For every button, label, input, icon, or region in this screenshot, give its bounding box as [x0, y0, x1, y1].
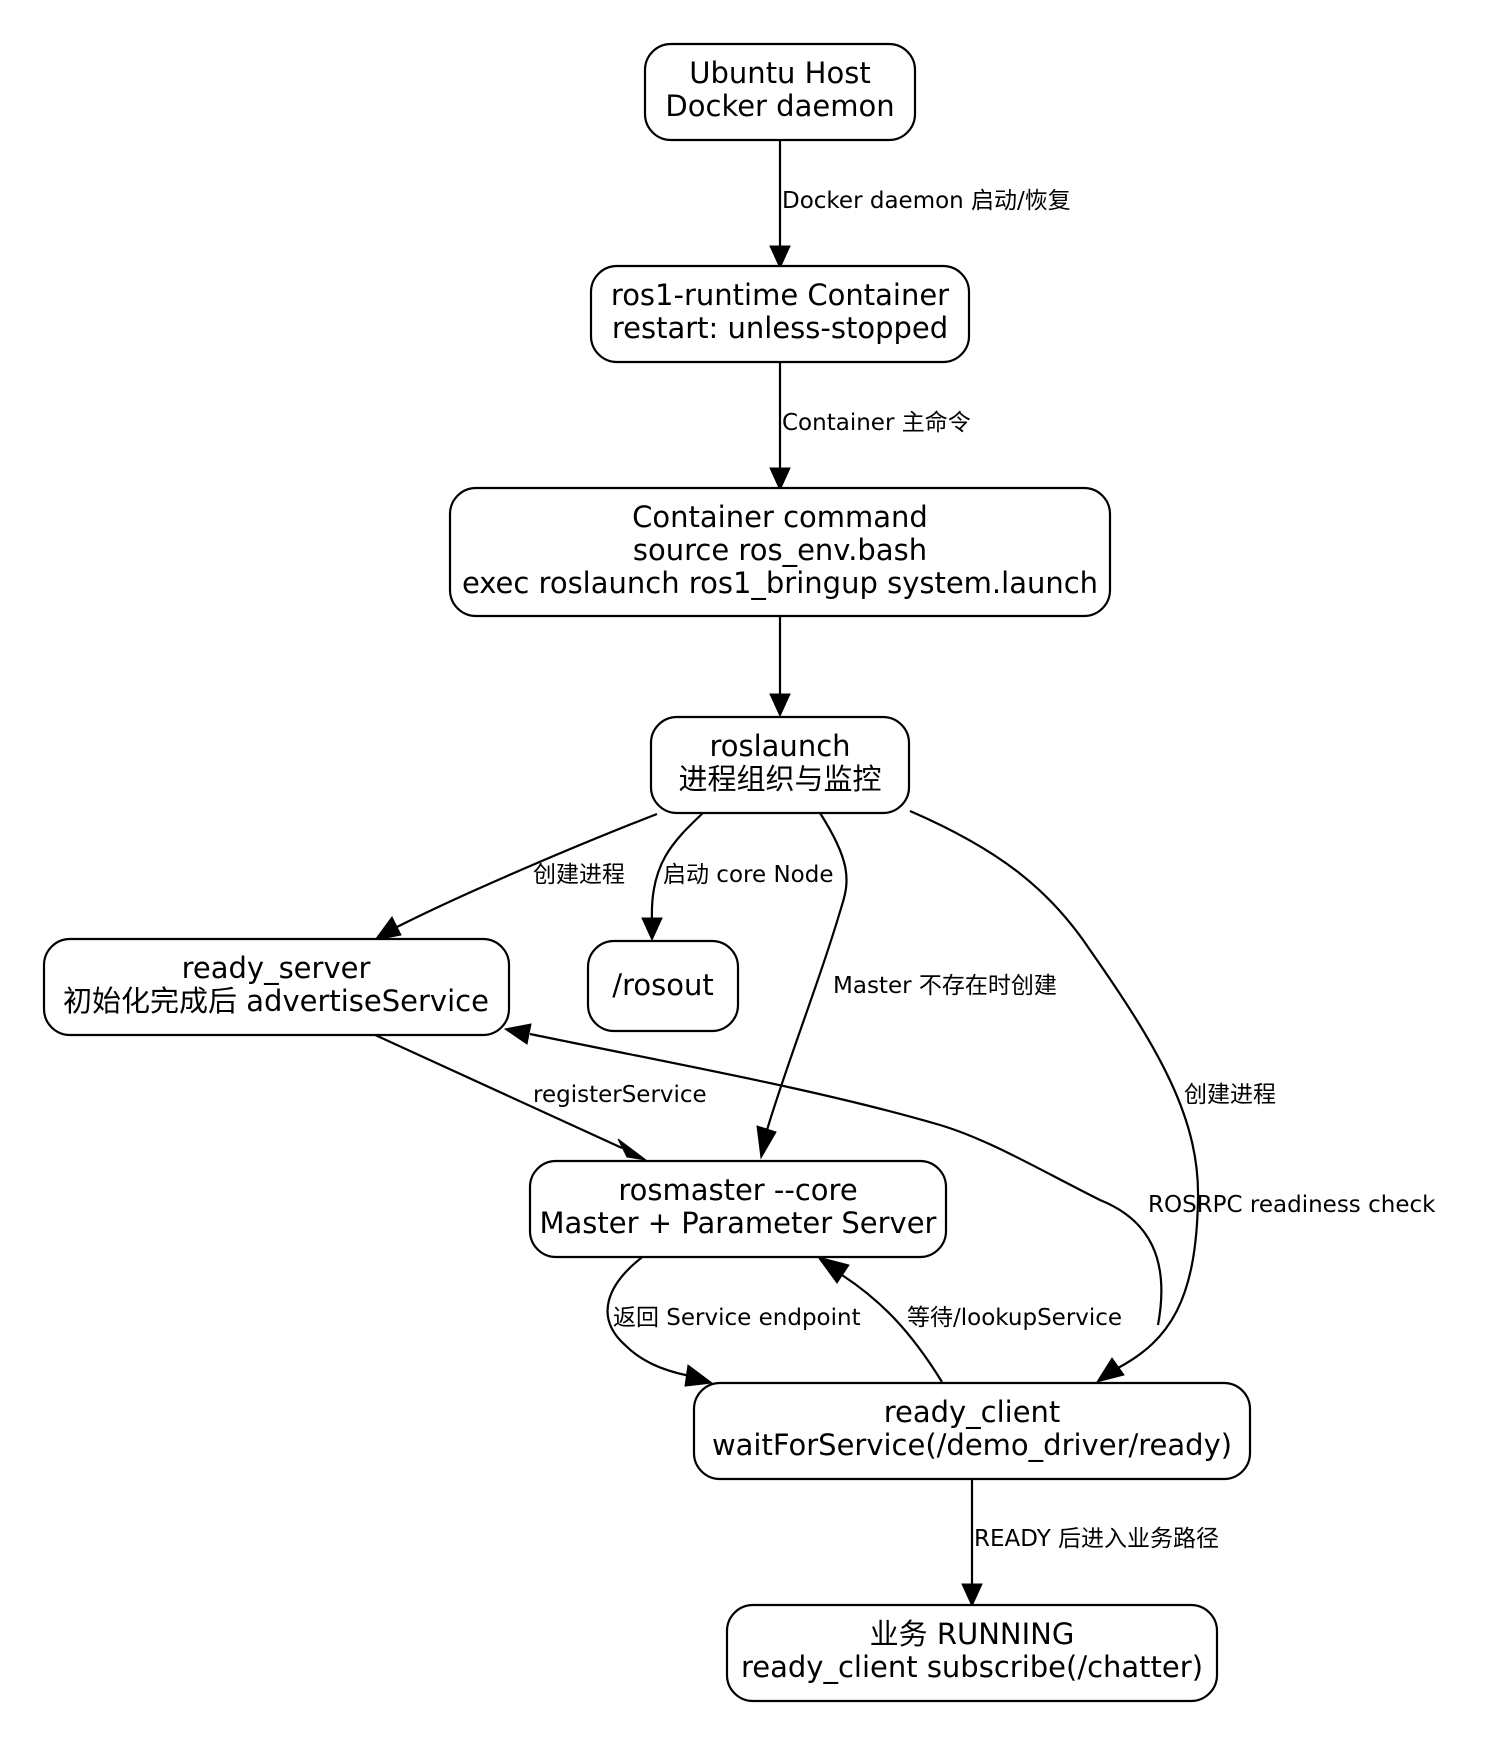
node-rosout: /rosout — [586, 939, 740, 1033]
edge-label-client-to-master: 等待/lookupService — [907, 1305, 1122, 1331]
edge-roslaunch-to-rosout: 启动 core Node — [641, 812, 833, 942]
edge-roslaunch-to-server: 创建进程 — [373, 812, 658, 941]
arrowhead — [756, 1125, 777, 1160]
edge-label-client-to-running: READY 后进入业务路径 — [974, 1526, 1219, 1552]
node-ubuntu-host: Ubuntu Host Docker daemon — [643, 42, 917, 142]
arrowhead — [769, 245, 791, 270]
edge-client-to-server: ROSRPC readiness check — [503, 1023, 1436, 1326]
node-label-line: Container command — [632, 500, 928, 534]
node-container-command: Container command source ros_env.bash ex… — [448, 486, 1112, 618]
edge-client-to-running: READY 后进入业务路径 — [961, 1480, 1219, 1608]
node-label-line: 初始化完成后 advertiseService — [63, 984, 489, 1018]
edge-host-to-container: Docker daemon 启动/恢复 — [769, 140, 1071, 270]
edge-label-roslaunch-to-client: 创建进程 — [1184, 1082, 1276, 1108]
node-label-line: rosmaster --core — [618, 1173, 857, 1207]
arrowhead — [641, 917, 663, 942]
node-label-line: roslaunch — [709, 729, 850, 763]
edge-command-to-roslaunch — [769, 616, 791, 718]
node-label-line: restart: unless-stopped — [612, 311, 948, 345]
node-label-line: ready_client — [884, 1395, 1061, 1429]
arrowhead — [961, 1583, 983, 1608]
edge-label-roslaunch-to-master: Master 不存在时创建 — [833, 973, 1057, 999]
node-label-line: 业务 RUNNING — [870, 1617, 1075, 1651]
node-ros1-runtime-container: ros1-runtime Container restart: unless-s… — [589, 264, 971, 364]
arrowhead — [769, 467, 791, 492]
edge-master-to-client: 返回 Service endpoint — [606, 1254, 861, 1387]
arrowhead — [1095, 1357, 1125, 1383]
edge-label-roslaunch-to-rosout: 启动 core Node — [663, 862, 833, 888]
node-business-running: 业务 RUNNING ready_client subscribe(/chatt… — [725, 1603, 1219, 1703]
arrowhead — [503, 1023, 532, 1045]
node-ready-server: ready_server 初始化完成后 advertiseService — [42, 937, 511, 1037]
edge-label-client-to-server: ROSRPC readiness check — [1148, 1192, 1436, 1218]
node-label-line: Master + Parameter Server — [540, 1206, 937, 1240]
edge-roslaunch-to-master: Master 不存在时创建 — [756, 812, 1057, 1160]
node-label-line: ready_server — [182, 951, 371, 985]
node-label-line: /rosout — [612, 968, 713, 1002]
node-label-line: source ros_env.bash — [633, 533, 927, 567]
node-label-line: 进程组织与监控 — [678, 762, 881, 796]
arrowhead — [816, 1256, 850, 1284]
edge-label-server-to-master: registerService — [533, 1082, 707, 1108]
arrowhead — [684, 1364, 714, 1387]
node-label-line: ready_client subscribe(/chatter) — [741, 1650, 1203, 1684]
arrowhead — [373, 916, 402, 941]
node-label-line: exec roslaunch ros1_bringup system.launc… — [462, 566, 1098, 600]
edge-container-to-command: Container 主命令 — [769, 362, 971, 492]
edge-label-master-to-client: 返回 Service endpoint — [613, 1305, 861, 1331]
node-ready-client: ready_client waitForService(/demo_driver… — [692, 1381, 1252, 1481]
edge-label-host-to-container: Docker daemon 启动/恢复 — [782, 188, 1071, 214]
edge-server-to-master: registerService — [372, 1032, 707, 1161]
edge-label-container-to-command: Container 主命令 — [782, 410, 971, 436]
nodes: Ubuntu Host Docker daemon ros1-runtime C… — [42, 42, 1252, 1703]
node-label-line: ros1-runtime Container — [611, 278, 949, 312]
edge-label-roslaunch-to-server: 创建进程 — [533, 862, 625, 888]
node-label-line: Docker daemon — [665, 89, 894, 123]
arrowhead — [617, 1138, 647, 1161]
edges: Docker daemon 启动/恢复 Container 主命令 创建进程 启… — [372, 140, 1436, 1608]
edge-client-to-master: 等待/lookupService — [816, 1256, 1122, 1383]
node-rosmaster: rosmaster --core Master + Parameter Serv… — [528, 1159, 948, 1259]
node-label-line: Ubuntu Host — [689, 56, 870, 90]
edge-roslaunch-to-client: 创建进程 — [909, 809, 1276, 1383]
node-roslaunch: roslaunch 进程组织与监控 — [649, 715, 911, 815]
node-label-line: waitForService(/demo_driver/ready) — [712, 1428, 1232, 1462]
arrowhead — [769, 693, 791, 718]
